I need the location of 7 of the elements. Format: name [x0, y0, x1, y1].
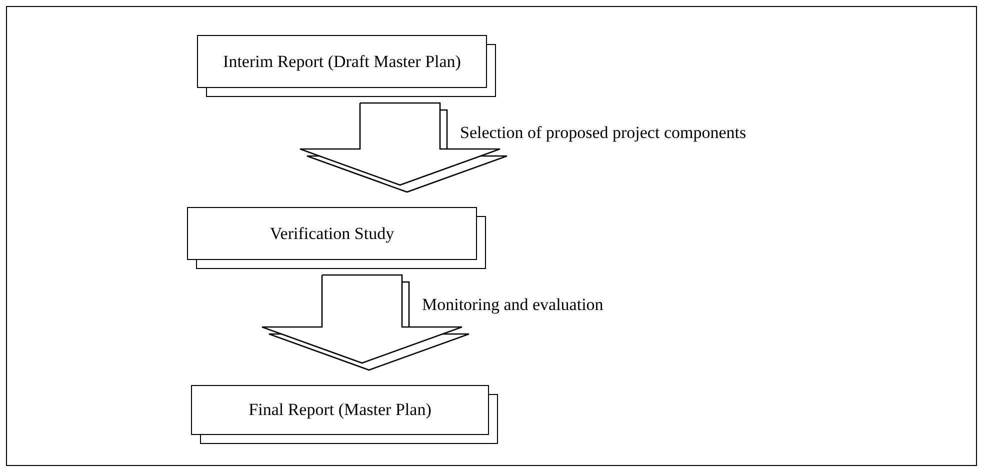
- box-text: Interim Report (Draft Master Plan): [223, 52, 461, 72]
- box-text: Verification Study: [270, 224, 394, 244]
- block-arrow: [261, 274, 470, 371]
- block-arrow: [299, 102, 508, 193]
- edge-label: Selection of proposed project components: [460, 123, 746, 143]
- edge-label: Monitoring and evaluation: [422, 295, 604, 315]
- box-text: Final Report (Master Plan): [248, 400, 432, 420]
